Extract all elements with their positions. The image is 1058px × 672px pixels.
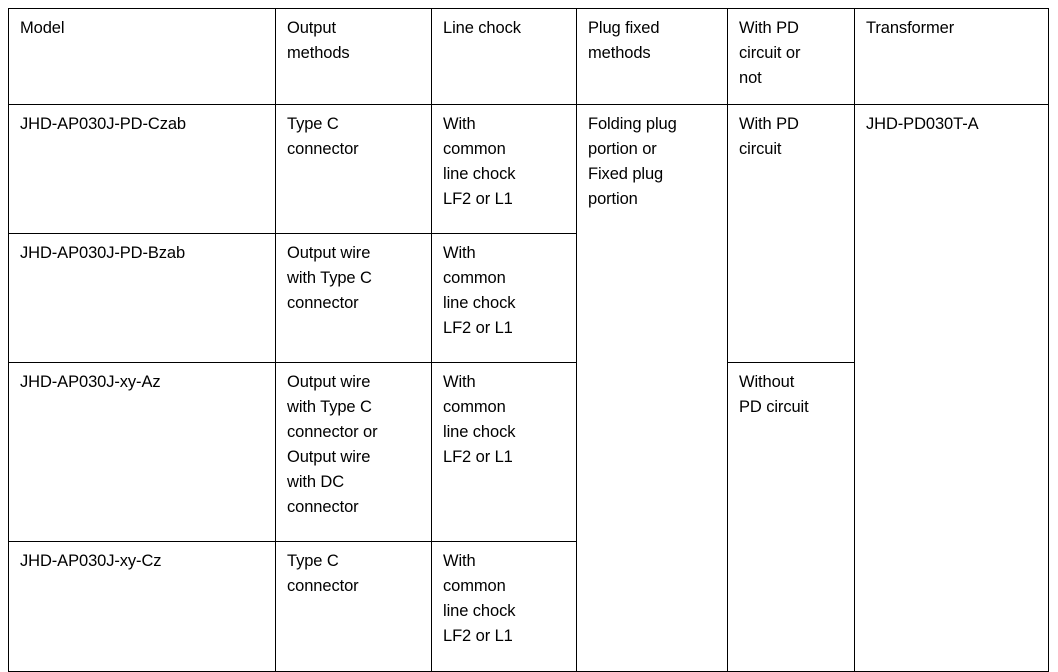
cell-with-pd-circuit-merged: With PD circuit — [727, 104, 855, 363]
column-header-plug-fixed-methods-label: Plug fixed methods — [588, 19, 660, 63]
cell-output-methods: Output wire with Type C connector or Out… — [275, 362, 432, 542]
cell-transformer-merged: JHD-PD030T-A — [854, 104, 1049, 672]
cell-without-pd-circuit-merged: Without PD circuit — [727, 362, 855, 672]
column-header-with-pd-circuit-or-not-label: With PD circuit or not — [739, 19, 801, 88]
cell-plug-fixed-methods-text: Folding plug portion or Fixed plug porti… — [588, 115, 677, 209]
table-header-row: Model Output methods Line chock Plug fix… — [8, 8, 1049, 105]
cell-output-methods-text: Type C connector — [287, 115, 359, 159]
column-header-transformer-label: Transformer — [866, 19, 955, 37]
cell-line-chock: With common line chock LF2 or L1 — [431, 104, 577, 234]
cell-output-methods-text: Output wire with Type C connector or Out… — [287, 373, 378, 517]
product-specification-table: Model Output methods Line chock Plug fix… — [8, 8, 1049, 672]
cell-output-methods: Output wire with Type C connector — [275, 233, 432, 363]
cell-model: JHD-AP030J-xy-Cz — [8, 541, 276, 672]
table-row: JHD-AP030J-PD-Bzab Output wire with Type… — [8, 233, 1049, 363]
column-header-plug-fixed-methods: Plug fixed methods — [576, 8, 728, 105]
table-row: JHD-AP030J-xy-Az Output wire with Type C… — [8, 362, 1049, 672]
cell-without-pd-circuit-text: Without PD circuit — [739, 373, 809, 417]
cell-model-text: JHD-AP030J-xy-Cz — [20, 552, 162, 570]
column-header-model: Model — [8, 8, 276, 105]
cell-line-chock-text: With common line chock LF2 or L1 — [443, 244, 516, 338]
cell-model: JHD-AP030J-PD-Bzab — [8, 233, 276, 363]
page-root: Model Output methods Line chock Plug fix… — [8, 8, 1049, 672]
cell-line-chock: With common line chock LF2 or L1 — [431, 362, 577, 542]
cell-model: JHD-AP030J-PD-Czab — [8, 104, 276, 234]
cell-transformer-text: JHD-PD030T-A — [866, 115, 979, 133]
cell-with-pd-circuit-text: With PD circuit — [739, 115, 799, 159]
column-header-line-chock: Line chock — [431, 8, 577, 105]
column-header-output-methods: Output methods — [275, 8, 432, 105]
cell-line-chock-text: With common line chock LF2 or L1 — [443, 115, 516, 209]
cell-output-methods-text: Output wire with Type C connector — [287, 244, 372, 313]
cell-line-chock-text: With common line chock LF2 or L1 — [443, 373, 516, 467]
column-header-model-label: Model — [20, 19, 65, 37]
column-header-line-chock-label: Line chock — [443, 19, 521, 37]
cell-line-chock: With common line chock LF2 or L1 — [431, 233, 577, 363]
cell-plug-fixed-methods-merged: Folding plug portion or Fixed plug porti… — [576, 104, 728, 672]
column-header-output-methods-label: Output methods — [287, 19, 350, 63]
cell-output-methods-text: Type C connector — [287, 552, 359, 596]
cell-output-methods: Type C connector — [275, 104, 432, 234]
cell-line-chock: With common line chock LF2 or L1 — [431, 541, 577, 672]
cell-output-methods: Type C connector — [275, 541, 432, 672]
cell-model-text: JHD-AP030J-xy-Az — [20, 373, 161, 391]
cell-model-text: JHD-AP030J-PD-Czab — [20, 115, 186, 133]
cell-line-chock-text: With common line chock LF2 or L1 — [443, 552, 516, 646]
column-header-with-pd-circuit-or-not: With PD circuit or not — [727, 8, 855, 105]
cell-model-text: JHD-AP030J-PD-Bzab — [20, 244, 186, 262]
column-header-transformer: Transformer — [854, 8, 1049, 105]
table-row: JHD-AP030J-PD-Czab Type C connector With… — [8, 104, 1049, 672]
cell-model: JHD-AP030J-xy-Az — [8, 362, 276, 542]
